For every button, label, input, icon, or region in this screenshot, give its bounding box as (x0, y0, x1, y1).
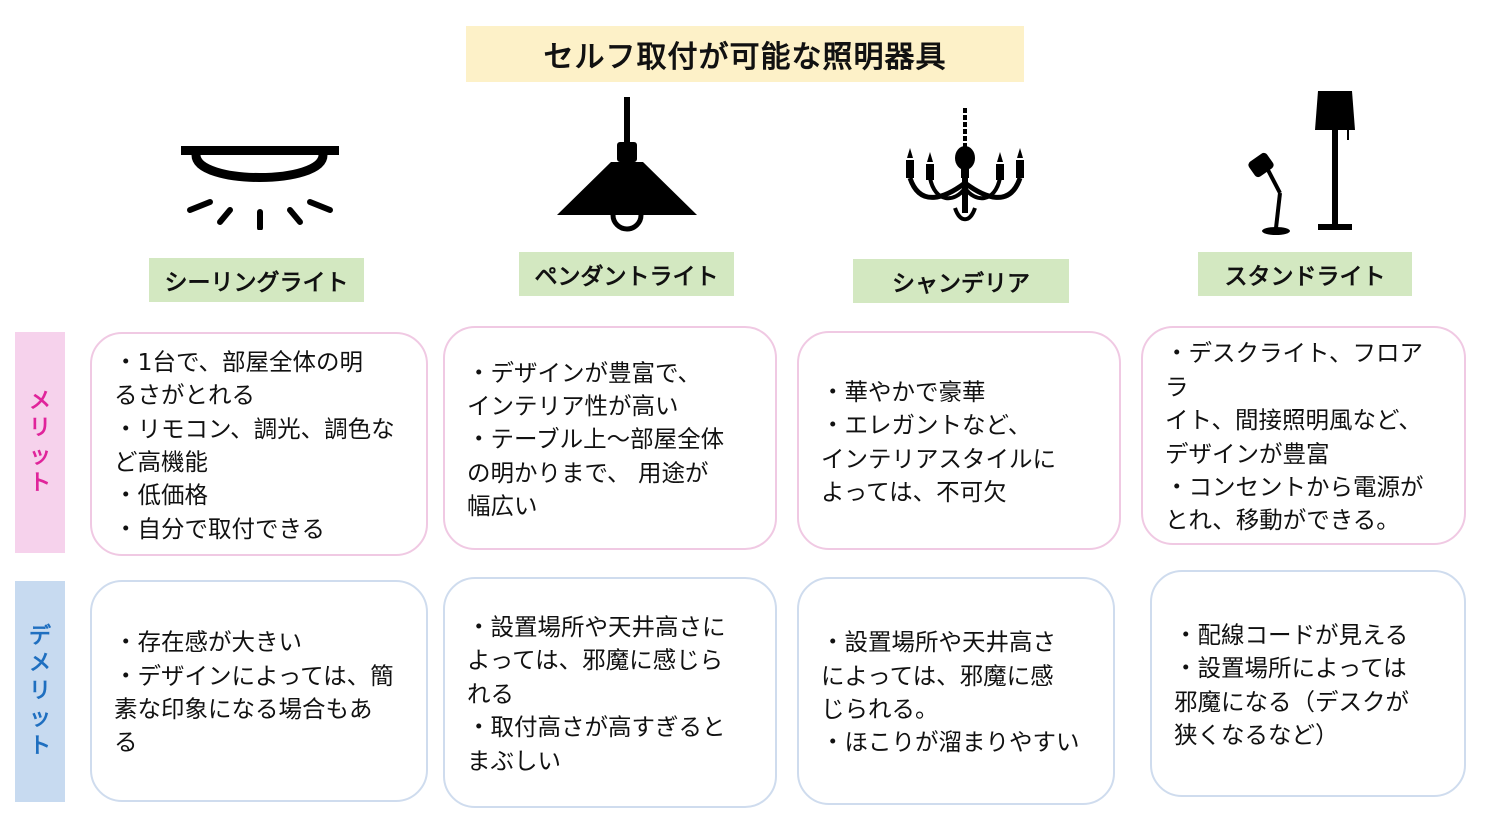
list-item: ・デスクライト、フロアラ イト、間接照明風など、 デザインが豊富 (1165, 339, 1424, 468)
list-item: ・コンセントから電源が とれ、移動ができる。 (1165, 472, 1424, 535)
merit-box-stand: ・デスクライト、フロアラ イト、間接照明風など、 デザインが豊富 ・コンセントか… (1141, 326, 1466, 545)
label-stand-light: スタンドライト (1198, 252, 1412, 296)
merit-box-pendant: ・デザインが豊富で、 インテリア性が高い ・テーブル上～部屋全体 の明かりまで、… (443, 326, 777, 550)
list-item: ・1台で、部屋全体の明 るさがとれる (114, 347, 364, 410)
merit-box-ceiling: ・1台で、部屋全体の明 るさがとれる ・リモコン、調光、調色な ど高機能 ・低価… (90, 332, 428, 556)
page-title: セルフ取付が可能な照明器具 (466, 26, 1024, 82)
list-item: ・テーブル上～部屋全体 の明かりまで、 用途が 幅広い (467, 425, 725, 521)
label-chandelier: シャンデリア (853, 259, 1069, 303)
list-item: ・取付高さが高すぎると まぶしい (467, 713, 726, 775)
demerit-box-stand: ・配線コードが見える ・設置場所によっては 邪魔になる（デスクが 狭くなるなど） (1150, 570, 1466, 797)
demerit-side-label: デ メ リ ッ ト (15, 581, 65, 802)
ceiling-light-icon (181, 146, 339, 230)
list-item: ・存在感が大きい (114, 628, 302, 657)
merit-side-label: メ リ ッ ト (15, 332, 65, 553)
demerit-box-ceiling: ・存在感が大きい ・デザインによっては、簡 素な印象になる場合もあ る (90, 580, 428, 802)
demerit-box-chandelier: ・設置場所や天井高さ によっては、邪魔に感 じられる。 ・ほこりが溜まりやすい (797, 577, 1115, 805)
label-ceiling-light: シーリングライト (149, 258, 364, 302)
demerit-box-pendant: ・設置場所や天井高さに よっては、邪魔に感じら れる ・取付高さが高すぎると ま… (443, 577, 777, 808)
pendant-light-icon (557, 97, 697, 232)
chandelier-icon (906, 108, 1024, 222)
list-item: ・低価格 (114, 481, 208, 510)
list-item: ・華やかで豪華 (821, 377, 986, 406)
list-item: ・デザインが豊富で、 インテリア性が高い (467, 358, 702, 420)
stand-light-icon (1248, 91, 1355, 235)
list-item: ・エレガントなど、 インテリアスタイルに よっては、不可欠 (821, 411, 1056, 506)
merit-box-chandelier: ・華やかで豪華 ・エレガントなど、 インテリアスタイルに よっては、不可欠 (797, 331, 1121, 550)
list-item: ・配線コードが見える (1174, 620, 1409, 649)
list-item: ・設置場所や天井高さ によっては、邪魔に感 じられる。 (821, 628, 1056, 723)
label-pendant-light: ペンダントライト (519, 252, 734, 296)
list-item: ・デザインによっては、簡 素な印象になる場合もあ る (114, 661, 394, 757)
list-item: ・設置場所によっては 邪魔になる（デスクが 狭くなるなど） (1174, 654, 1409, 749)
list-item: ・ほこりが溜まりやすい (821, 728, 1080, 757)
list-item: ・設置場所や天井高さに よっては、邪魔に感じら れる (467, 613, 726, 708)
list-item: ・自分で取付できる (114, 514, 326, 543)
list-item: ・リモコン、調光、調色な ど高機能 (114, 414, 395, 476)
